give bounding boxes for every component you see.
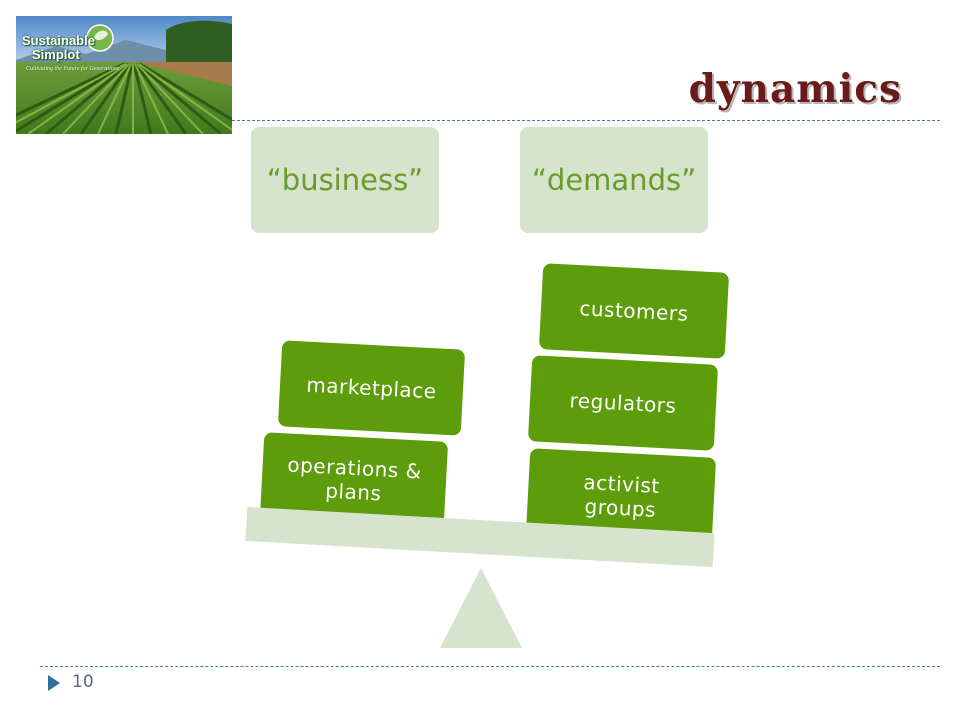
regulators-block: regulators bbox=[527, 355, 719, 451]
sustainable-simplot-logo: Sustainable Simplot Cultivating the Futu… bbox=[16, 16, 232, 134]
fulcrum-triangle bbox=[440, 568, 522, 648]
logo-wordmark: Sustainable Simplot bbox=[22, 34, 95, 62]
customers-label: customers bbox=[578, 296, 690, 326]
bottom-divider bbox=[40, 666, 940, 667]
page-number: 10 bbox=[72, 672, 94, 692]
logo-word-line2: Simplot bbox=[32, 47, 80, 62]
demands-header-box: “demands” bbox=[520, 127, 708, 233]
logo-tagline: Cultivating the Future for Generations bbox=[26, 66, 120, 72]
regulators-label: regulators bbox=[568, 388, 678, 418]
marketplace-label: marketplace bbox=[305, 372, 438, 404]
farm-field-photo bbox=[16, 16, 232, 134]
triangle-bullet-icon bbox=[48, 675, 60, 691]
marketplace-block: marketplace bbox=[277, 340, 466, 436]
top-divider bbox=[232, 120, 940, 121]
business-header-box: “business” bbox=[251, 127, 439, 233]
activist-label-line2: groups bbox=[584, 494, 657, 522]
customers-block: customers bbox=[538, 263, 730, 359]
slide-title: dynamics bbox=[688, 66, 902, 112]
logo-word-line1: Sustainable bbox=[22, 33, 95, 48]
